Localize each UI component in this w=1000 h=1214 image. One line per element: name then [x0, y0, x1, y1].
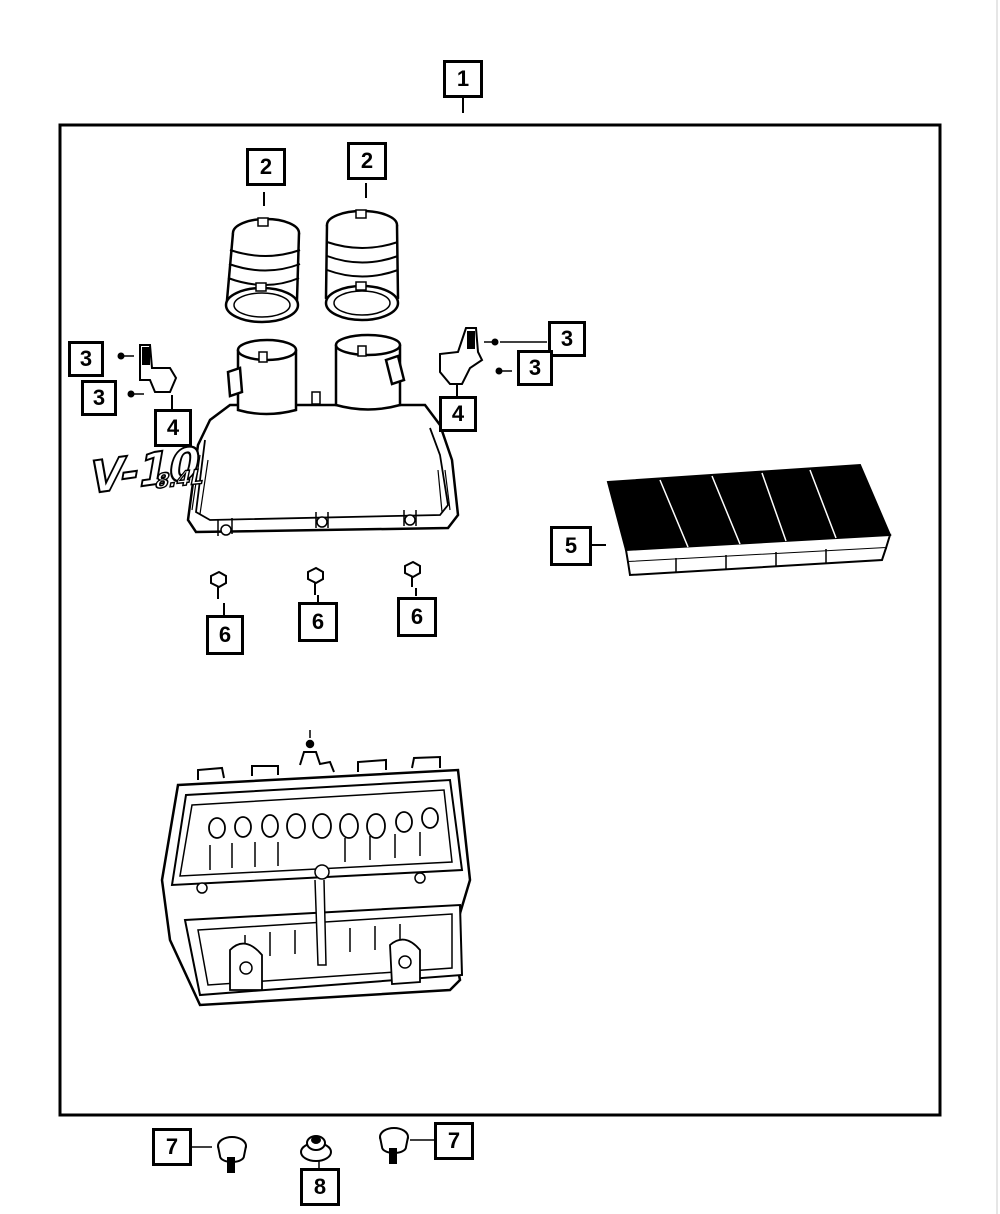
air-cleaner-cover: [186, 333, 460, 536]
callout-7-right: 7: [434, 1122, 474, 1160]
bolt-6a: [210, 570, 227, 599]
callout-6-right: 6: [397, 597, 437, 637]
bolt-6b: [307, 566, 324, 595]
callout-5: 5: [550, 526, 592, 566]
bolt-6c: [404, 560, 421, 587]
callout-8: 8: [300, 1168, 340, 1206]
lower-air-box: [160, 730, 472, 1007]
grommet-7b: [379, 1127, 409, 1164]
screw-3a: [117, 352, 144, 398]
callout-3-left-bottom: 3: [81, 380, 117, 416]
grommet-7a: [217, 1136, 247, 1173]
assembly-frame: [58, 123, 942, 1117]
intake-tube-left: [224, 217, 301, 324]
callout-3-right-top: 3: [548, 321, 586, 357]
callout-2-right: 2: [347, 142, 387, 180]
callout-4-right: 4: [439, 396, 477, 432]
callout-3-left-top: 3: [68, 341, 104, 377]
screw-3b: [484, 338, 512, 375]
sensor-right: [439, 327, 484, 385]
callout-6-middle: 6: [298, 602, 338, 642]
intake-tube-right: [324, 209, 400, 322]
callout-7-left: 7: [152, 1128, 192, 1166]
callout-2-left: 2: [246, 148, 286, 186]
callout-4-left: 4: [154, 409, 192, 447]
air-filter-element: [606, 463, 892, 577]
callout-6-left: 6: [206, 615, 244, 655]
sensor-left: [139, 344, 178, 393]
callout-1: 1: [443, 60, 483, 98]
callout-3-right-bottom: 3: [517, 350, 553, 386]
grommet-8: [300, 1135, 332, 1162]
